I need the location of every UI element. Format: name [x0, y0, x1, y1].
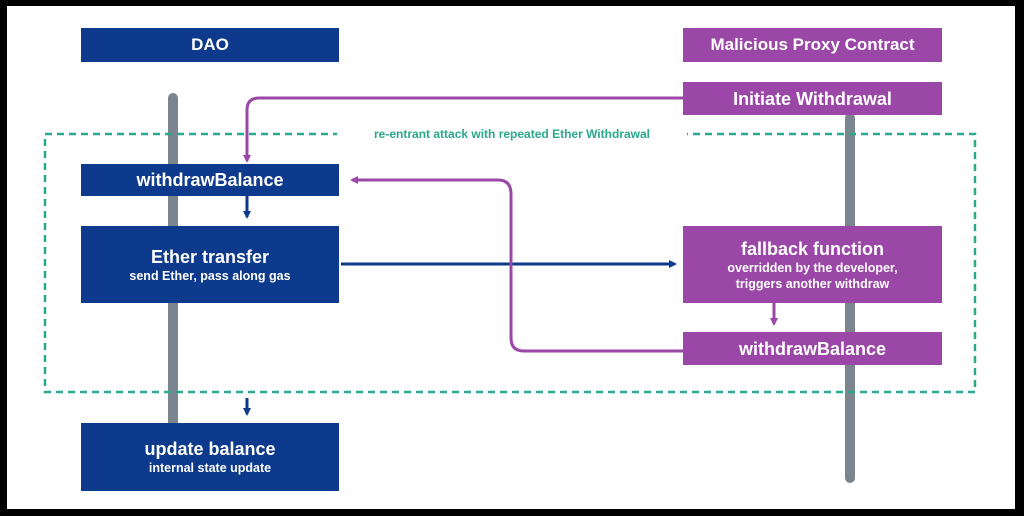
update-balance-box: update balance internal state update [81, 423, 339, 491]
update-balance-title: update balance [144, 439, 276, 459]
reentry-arrow [350, 176, 683, 353]
initiate-withdrawal-label: Initiate Withdrawal [733, 88, 892, 109]
attacker-withdraw-balance-box: withdrawBalance [683, 332, 942, 365]
ether-transfer-subtitle: send Ether, pass along gas [129, 268, 291, 283]
fallback-function-subtitle-line1: overridden by the developer, [727, 260, 898, 275]
diagram-canvas: re-entrant attack with repeated Ether Wi… [7, 6, 1015, 509]
update-balance-subtitle: internal state update [148, 461, 272, 475]
dao-header-label: DAO [191, 35, 229, 54]
malicious-proxy-header: Malicious Proxy Contract [683, 28, 942, 62]
attacker-withdraw-balance-label: withdrawBalance [738, 338, 887, 359]
fallback-function-box: fallback function overridden by the deve… [683, 226, 942, 303]
fallback-function-title: fallback function [740, 238, 884, 259]
ether-transfer-box: Ether transfer send Ether, pass along ga… [81, 226, 339, 303]
reentrant-loop-border [43, 132, 977, 394]
ether-transfer-title: Ether transfer [150, 246, 270, 267]
reentrant-loop-label: re-entrant attack with repeated Ether Wi… [337, 127, 687, 141]
initiate-withdrawal-box: Initiate Withdrawal [683, 82, 942, 115]
dao-header: DAO [81, 28, 339, 62]
initiate-to-withdraw-arrow [243, 96, 683, 163]
dao-withdraw-balance-label: withdrawBalance [136, 170, 284, 190]
malicious-proxy-header-label: Malicious Proxy Contract [710, 35, 915, 54]
fallback-function-subtitle-line2: triggers another withdraw [735, 276, 890, 291]
dao-withdraw-balance-box: withdrawBalance [81, 164, 339, 196]
